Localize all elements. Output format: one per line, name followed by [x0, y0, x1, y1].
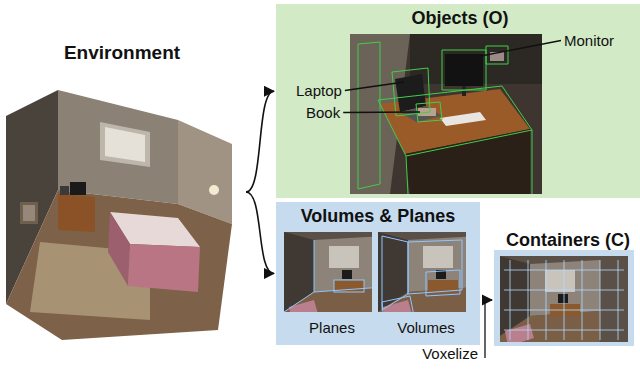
- illustration: [350, 34, 542, 194]
- image-panel: Planes: [284, 232, 380, 338]
- section-panel: Containers (C): [494, 226, 640, 346]
- callout-label: Monitor: [564, 32, 614, 49]
- section-heading: Volumes & Planes: [276, 202, 480, 227]
- leader-line: [345, 82, 404, 91]
- section-panel: Environment: [0, 42, 244, 342]
- section-heading: Containers (C): [494, 226, 640, 251]
- illustration: [0, 82, 236, 342]
- image-caption: Planes: [284, 319, 380, 336]
- section-panel: Objects (O) MonitorLaptopBook: [276, 4, 640, 198]
- section-heading: Objects (O): [276, 4, 640, 29]
- callout-label: Book: [306, 104, 340, 121]
- illustration: [378, 232, 466, 312]
- leader-line: [481, 41, 561, 57]
- image-caption: Volumes: [378, 319, 474, 336]
- illustration: [500, 256, 628, 342]
- edge-label: Voxelize: [421, 345, 479, 362]
- section-panel: Volumes & PlanesPlanesVolumes: [276, 202, 480, 345]
- arrow-connector: [482, 299, 492, 301]
- arrow-connector: [246, 91, 274, 192]
- label-tick: [484, 300, 485, 358]
- image-panel: Volumes: [378, 232, 474, 338]
- illustration: [284, 232, 372, 312]
- section-heading: Environment: [0, 42, 244, 64]
- leader-line: [343, 111, 420, 113]
- arrow-connector: [246, 192, 274, 274]
- callout-label: Laptop: [296, 82, 342, 99]
